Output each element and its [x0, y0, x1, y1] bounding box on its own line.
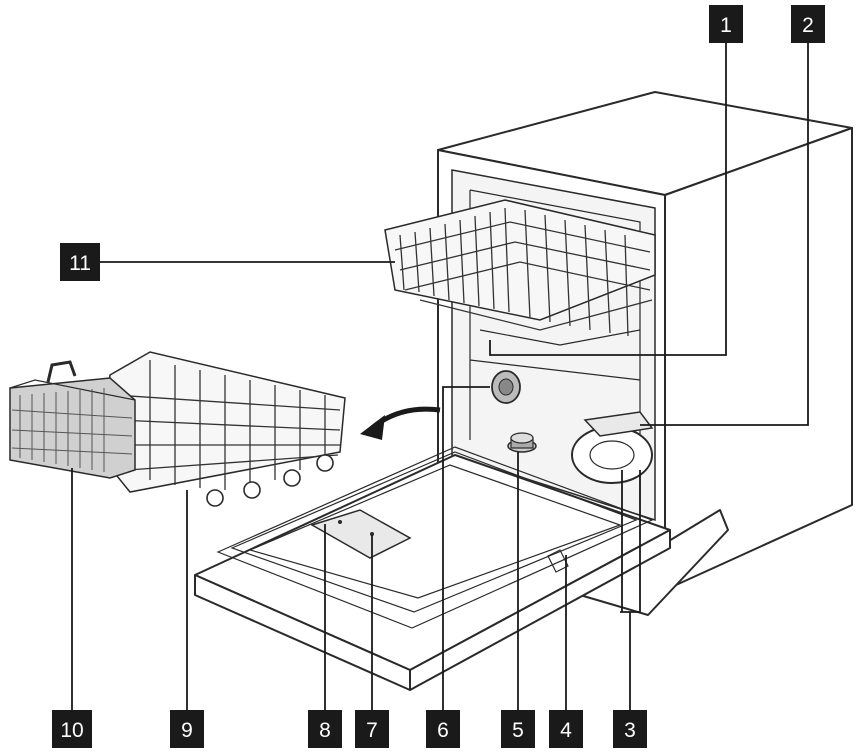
- callout-2: 2: [791, 5, 825, 43]
- callout-7-label: 7: [366, 719, 378, 742]
- upper-basket: [384, 199, 656, 346]
- leader-lines: [71, 42, 809, 710]
- callout-3-label: 3: [624, 719, 636, 742]
- lower-basket: [99, 351, 441, 507]
- callout-10: 10: [52, 710, 92, 748]
- callout-9: 9: [170, 710, 204, 748]
- callout-8-label: 8: [319, 719, 331, 742]
- callout-7: 7: [355, 710, 389, 748]
- callout-5-label: 5: [512, 719, 524, 742]
- callout-8: 8: [308, 710, 342, 748]
- cutlery-basket: [9, 360, 136, 479]
- callout-5: 5: [501, 710, 535, 748]
- callout-11: 11: [60, 243, 100, 281]
- callout-3: 3: [613, 710, 647, 748]
- upper-spray-nozzle: [491, 370, 521, 404]
- detergent-dispenser: [310, 509, 412, 559]
- salt-container-cap: [507, 432, 537, 453]
- callout-2-label: 2: [802, 14, 814, 37]
- callout-4-label: 4: [560, 719, 572, 742]
- callout-10-label: 10: [60, 719, 83, 742]
- callout-9-label: 9: [181, 719, 193, 742]
- door: [194, 446, 671, 691]
- callout-11-label: 11: [69, 252, 91, 275]
- filter-system: [571, 411, 654, 484]
- callout-6: 6: [426, 710, 460, 748]
- callout-4: 4: [549, 710, 583, 748]
- callout-1: 1: [709, 5, 743, 43]
- callout-6-label: 6: [437, 719, 449, 742]
- callout-1-label: 1: [720, 14, 732, 37]
